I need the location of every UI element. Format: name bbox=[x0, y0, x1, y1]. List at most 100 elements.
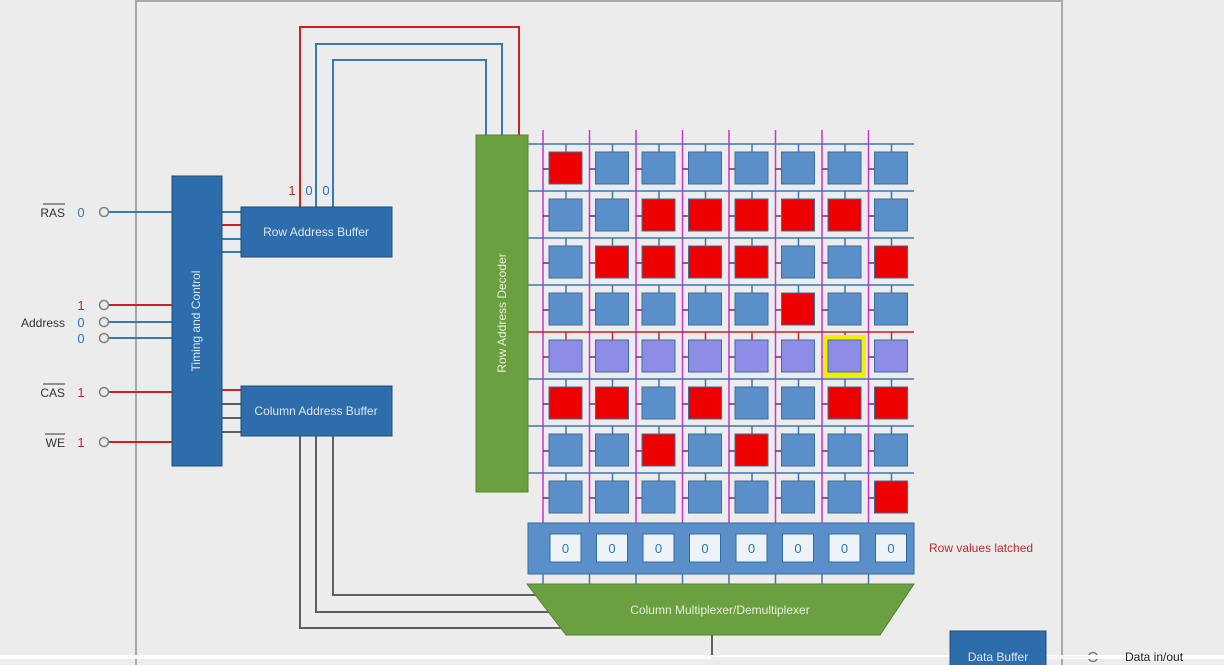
address-terminal-2[interactable] bbox=[98, 299, 110, 311]
memory-cell[interactable] bbox=[595, 480, 629, 514]
memory-cell[interactable] bbox=[734, 480, 769, 514]
memory-cell[interactable] bbox=[781, 151, 815, 185]
memory-cell[interactable] bbox=[595, 339, 629, 373]
memory-cell[interactable] bbox=[874, 386, 908, 420]
latch-value: 0 bbox=[562, 541, 569, 556]
memory-cell[interactable] bbox=[734, 198, 769, 232]
memory-cell[interactable] bbox=[827, 386, 862, 420]
memory-cell[interactable] bbox=[595, 433, 629, 467]
memory-cell[interactable] bbox=[734, 292, 769, 326]
memory-cell[interactable] bbox=[781, 433, 815, 467]
memory-cell[interactable] bbox=[688, 480, 722, 514]
memory-cell[interactable] bbox=[781, 245, 815, 279]
latch-value: 0 bbox=[655, 541, 662, 556]
memory-cell[interactable] bbox=[781, 386, 815, 420]
memory-cell[interactable] bbox=[874, 480, 908, 514]
address-terminal-0[interactable] bbox=[98, 332, 110, 344]
address-terminal-1[interactable] bbox=[98, 316, 110, 328]
memory-cell[interactable] bbox=[781, 480, 815, 514]
latch-cell bbox=[782, 533, 814, 563]
memory-cell[interactable] bbox=[827, 480, 862, 514]
memory-cell[interactable] bbox=[595, 386, 629, 420]
memory-cell[interactable] bbox=[595, 245, 629, 279]
memory-cell[interactable] bbox=[641, 339, 676, 373]
row-addr-wire-bit2 bbox=[299, 26, 520, 207]
memory-cell[interactable] bbox=[734, 433, 769, 467]
latch-value: 0 bbox=[887, 541, 894, 556]
memory-cell[interactable] bbox=[827, 292, 862, 326]
memory-cell[interactable] bbox=[874, 151, 908, 185]
memory-cell[interactable] bbox=[641, 480, 676, 514]
memory-cell[interactable] bbox=[827, 433, 862, 467]
row-buffer-bit-1: 0 bbox=[305, 183, 312, 198]
column-mux[interactable]: Column Multiplexer/Demultiplexer bbox=[525, 583, 915, 636]
row-addr-wire-bit0 bbox=[332, 59, 487, 207]
memory-cell[interactable] bbox=[548, 480, 583, 514]
memory-cell[interactable] bbox=[548, 386, 583, 420]
memory-cell[interactable] bbox=[827, 151, 862, 185]
row-addr-wire-bit1 bbox=[315, 43, 503, 207]
memory-cell[interactable] bbox=[688, 245, 722, 279]
memory-cell[interactable] bbox=[688, 198, 722, 232]
memory-cell[interactable] bbox=[874, 339, 908, 373]
memory-cell[interactable] bbox=[688, 339, 722, 373]
timing-control-block[interactable]: Timing and Control bbox=[171, 175, 223, 467]
address-bit-2: 1 bbox=[77, 298, 84, 313]
col-addr-wire-0 bbox=[332, 436, 540, 596]
memory-cell[interactable] bbox=[734, 245, 769, 279]
memory-cell[interactable] bbox=[548, 433, 583, 467]
row-address-buffer[interactable]: Row Address Buffer bbox=[240, 206, 393, 258]
latch-value: 0 bbox=[841, 541, 848, 556]
memory-cell[interactable] bbox=[827, 339, 862, 373]
memory-cell[interactable] bbox=[548, 292, 583, 326]
latch-value: 0 bbox=[608, 541, 615, 556]
memory-cell[interactable] bbox=[641, 433, 676, 467]
memory-cell[interactable] bbox=[548, 245, 583, 279]
column-address-bus bbox=[299, 436, 562, 629]
memory-cell[interactable] bbox=[641, 292, 676, 326]
memory-cell[interactable] bbox=[827, 198, 862, 232]
memory-cell[interactable] bbox=[548, 151, 583, 185]
address-label: Address bbox=[21, 316, 65, 330]
col-addr-wire-2 bbox=[299, 436, 562, 629]
memory-cell[interactable] bbox=[874, 245, 908, 279]
ras-label: RAS bbox=[40, 206, 65, 220]
memory-cell[interactable] bbox=[874, 292, 908, 326]
memory-cell[interactable] bbox=[641, 245, 676, 279]
row-address-decoder[interactable]: Row Address Decoder bbox=[475, 134, 529, 493]
memory-cell[interactable] bbox=[641, 198, 676, 232]
memory-cell[interactable] bbox=[734, 151, 769, 185]
memory-cell[interactable] bbox=[595, 151, 629, 185]
memory-cell[interactable] bbox=[548, 339, 583, 373]
memory-cell[interactable] bbox=[827, 245, 862, 279]
memory-cell[interactable] bbox=[641, 386, 676, 420]
latch-cell bbox=[689, 533, 721, 563]
memory-cell[interactable] bbox=[688, 386, 722, 420]
memory-cell[interactable] bbox=[595, 198, 629, 232]
memory-cell[interactable] bbox=[688, 292, 722, 326]
row-latch-label: Row values latched bbox=[929, 541, 1033, 555]
memory-array bbox=[528, 130, 914, 584]
data-buffer[interactable]: Data Buffer bbox=[949, 630, 1047, 665]
memory-cell[interactable] bbox=[688, 433, 722, 467]
memory-cell[interactable] bbox=[874, 198, 908, 232]
memory-cell[interactable] bbox=[781, 198, 815, 232]
bottom-strip bbox=[0, 655, 1224, 659]
memory-cell[interactable] bbox=[641, 151, 676, 185]
we-terminal[interactable] bbox=[98, 436, 110, 448]
memory-cell[interactable] bbox=[688, 151, 722, 185]
ras-terminal[interactable] bbox=[98, 206, 110, 218]
memory-cell[interactable] bbox=[874, 433, 908, 467]
memory-cell[interactable] bbox=[734, 339, 769, 373]
column-address-buffer[interactable]: Column Address Buffer bbox=[240, 385, 393, 437]
cas-label: CAS bbox=[40, 386, 65, 400]
memory-cell[interactable] bbox=[781, 292, 815, 326]
memory-cell[interactable] bbox=[595, 292, 629, 326]
memory-cell[interactable] bbox=[548, 198, 583, 232]
memory-cell[interactable] bbox=[734, 386, 769, 420]
cas-terminal[interactable] bbox=[98, 386, 110, 398]
column-address-buffer-label: Column Address Buffer bbox=[254, 404, 377, 418]
memory-cell[interactable] bbox=[781, 339, 815, 373]
row-address-decoder-label: Row Address Decoder bbox=[495, 253, 509, 372]
